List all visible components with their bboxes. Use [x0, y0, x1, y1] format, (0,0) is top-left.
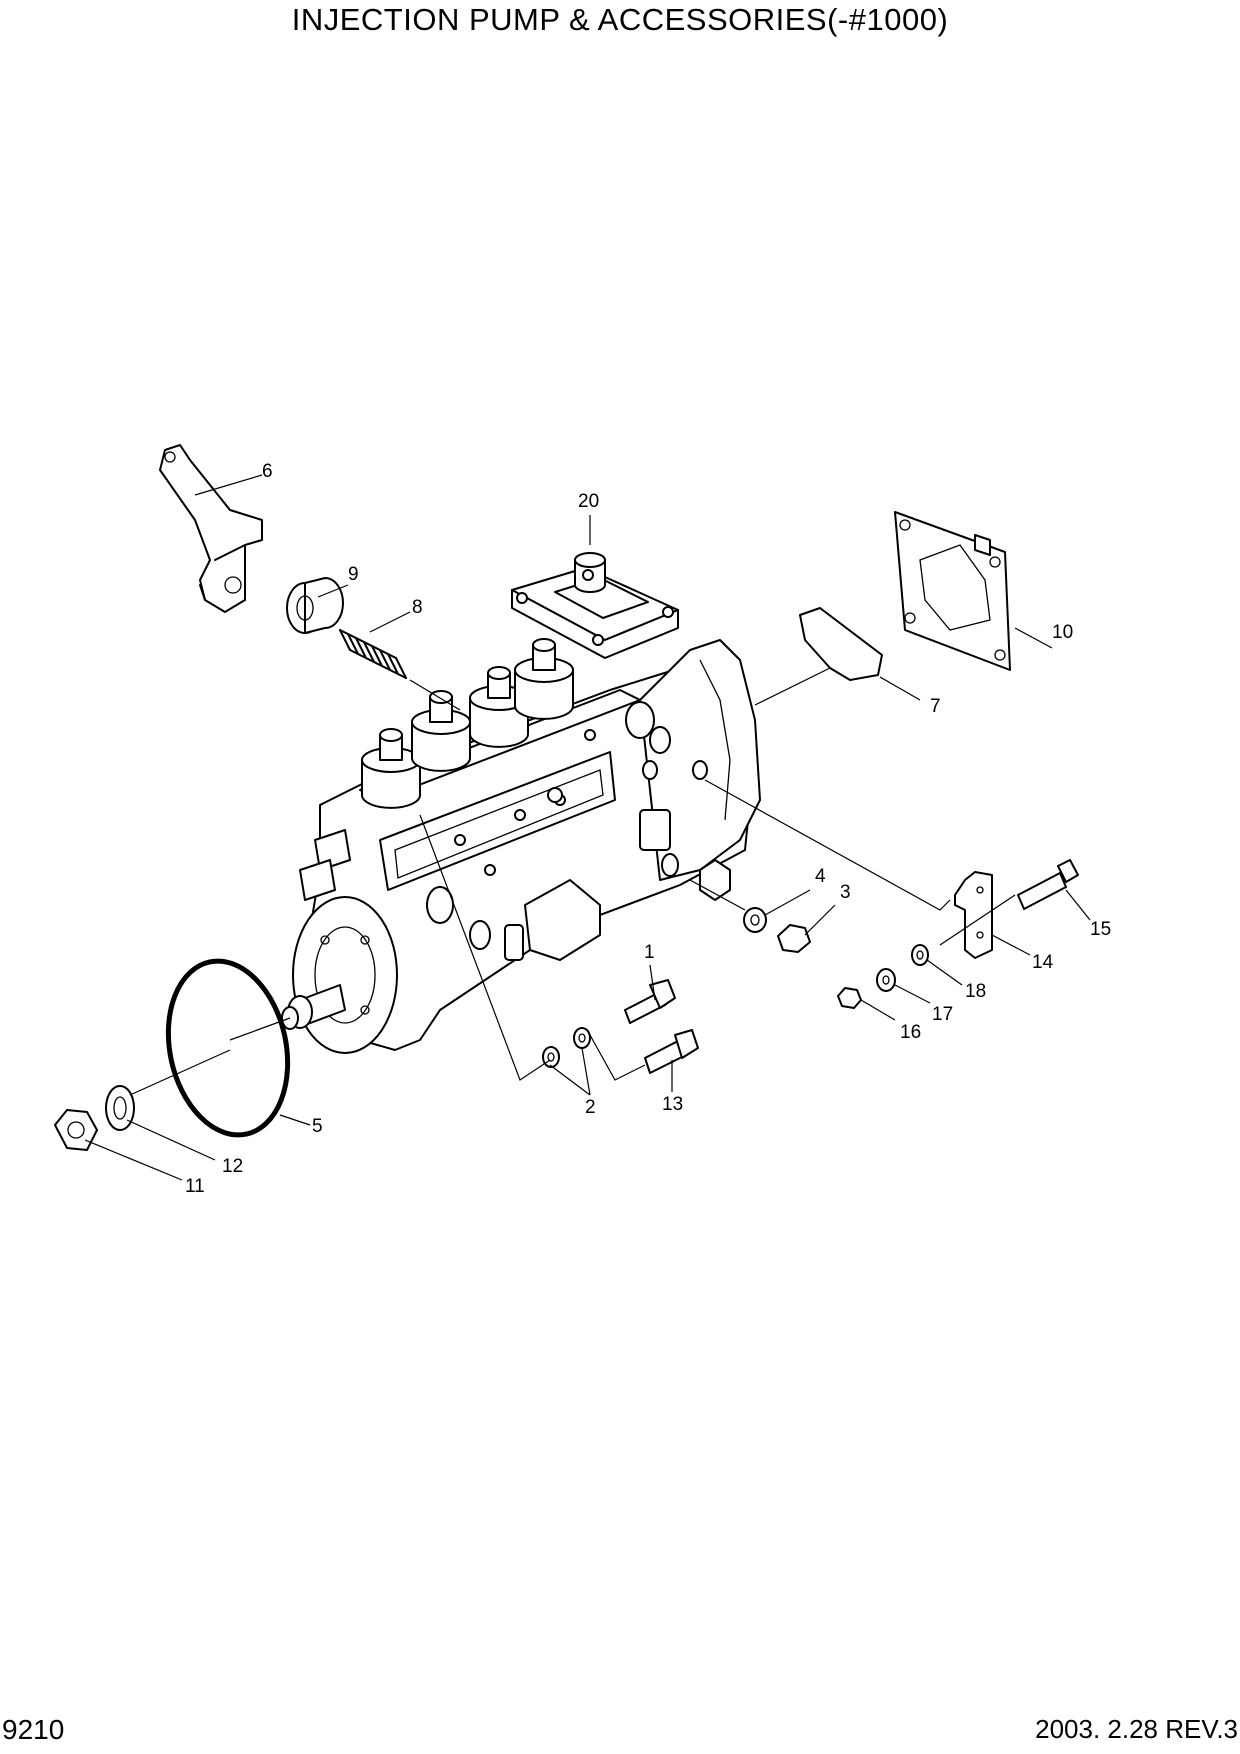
callout-13: 13: [662, 1094, 683, 1115]
revision-date: 2003. 2.28 REV.3: [1035, 1714, 1238, 1744]
part-4-washer: [743, 907, 767, 933]
callout-4: 4: [815, 866, 826, 887]
callout-11: 11: [185, 1176, 205, 1197]
page-title: INJECTION PUMP & ACCESSORIES(-#1000): [291, 2, 949, 37]
delivery-valve-holders: [361, 638, 574, 809]
part-7-gasket: [799, 607, 883, 681]
callout-16: 16: [900, 1022, 921, 1043]
part-2-washers: [542, 1027, 591, 1068]
callout-15: 15: [1090, 919, 1111, 940]
callout-labels: 6 9 8 20 10 7 4 3 15 14 18 17 16 1 2 13 …: [185, 461, 1111, 1197]
part-11-nut: [54, 1109, 98, 1151]
callout-18: 18: [965, 981, 986, 1002]
part-13-bolt: [644, 1029, 699, 1074]
part-10-flange-plate: [894, 511, 1011, 671]
callout-9: 9: [348, 564, 359, 585]
callout-8: 8: [412, 597, 423, 618]
part-9-collar: [286, 577, 344, 634]
leader-lines: [84, 474, 1091, 1181]
part-8-spring: [339, 629, 407, 679]
part-20-top-cover: [511, 552, 679, 659]
callout-1: 1: [644, 942, 655, 963]
part-5-o-ring: [165, 958, 291, 1138]
callout-10: 10: [1052, 622, 1073, 643]
part-14-bracket: [954, 871, 993, 959]
part-6-lever: [159, 444, 263, 613]
callout-20: 20: [578, 491, 599, 512]
page-number: 9210: [2, 1714, 65, 1745]
callout-12: 12: [222, 1156, 243, 1177]
part-15-screw: [1017, 859, 1079, 910]
callout-7: 7: [930, 696, 941, 717]
part-3-plug: [777, 924, 811, 953]
callout-6: 6: [262, 461, 273, 482]
part-12-washer: [105, 1085, 135, 1131]
injection-pump-body: [281, 638, 761, 1054]
callout-2: 2: [585, 1097, 596, 1118]
callout-3: 3: [840, 882, 851, 903]
part-18-washer: [911, 944, 929, 966]
callout-14: 14: [1032, 952, 1054, 973]
part-16-nut: [837, 987, 862, 1009]
callout-5: 5: [312, 1116, 323, 1137]
callout-17: 17: [932, 1004, 953, 1025]
part-1-bolt: [624, 979, 676, 1024]
part-17-washer: [876, 968, 896, 992]
